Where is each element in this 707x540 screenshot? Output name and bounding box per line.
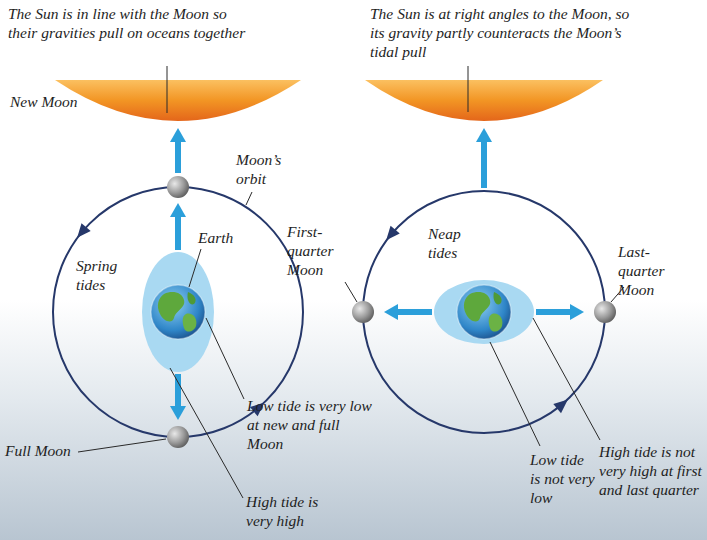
moon bbox=[167, 426, 189, 448]
leader-lines bbox=[78, 66, 624, 498]
tide-type-label: Neap tides bbox=[428, 224, 478, 262]
orbit-arrowhead bbox=[77, 223, 91, 238]
sun-note: The Sun is in line with the Moon so thei… bbox=[8, 4, 258, 42]
sun bbox=[55, 80, 301, 121]
tide-note: Low tide is very low at new and full Moo… bbox=[247, 396, 372, 453]
tidal-bulge bbox=[142, 252, 214, 372]
orbit-arrowhead bbox=[386, 226, 400, 241]
orbit-arrowhead bbox=[553, 400, 568, 414]
moon-phase-label: Last-quarter Moon bbox=[618, 242, 680, 299]
tide-note: Low tide is not very low bbox=[530, 450, 598, 507]
earth-label: Earth bbox=[198, 228, 233, 247]
moon-orbit bbox=[363, 191, 605, 433]
sun bbox=[365, 80, 603, 121]
moon bbox=[352, 301, 374, 323]
tide-note: High tide is not very high at first and … bbox=[599, 442, 703, 499]
tide-note: High tide is very high bbox=[246, 492, 346, 530]
gravity-arrows bbox=[178, 140, 572, 408]
moon-phase-label: First-quarter Moon bbox=[287, 222, 349, 279]
moon bbox=[167, 176, 189, 198]
earth bbox=[457, 285, 511, 339]
moon-phase-label: New Moon bbox=[10, 92, 78, 111]
moon-phase-label: Full Moon bbox=[5, 441, 71, 460]
earth bbox=[151, 285, 205, 339]
moon bbox=[594, 301, 616, 323]
sun-note: The Sun is at right angles to the Moon, … bbox=[370, 4, 640, 61]
tide-type-label: Spring tides bbox=[76, 256, 136, 294]
orbit-label: Moon’s orbit bbox=[236, 150, 298, 188]
tidal-bulge bbox=[434, 280, 534, 344]
